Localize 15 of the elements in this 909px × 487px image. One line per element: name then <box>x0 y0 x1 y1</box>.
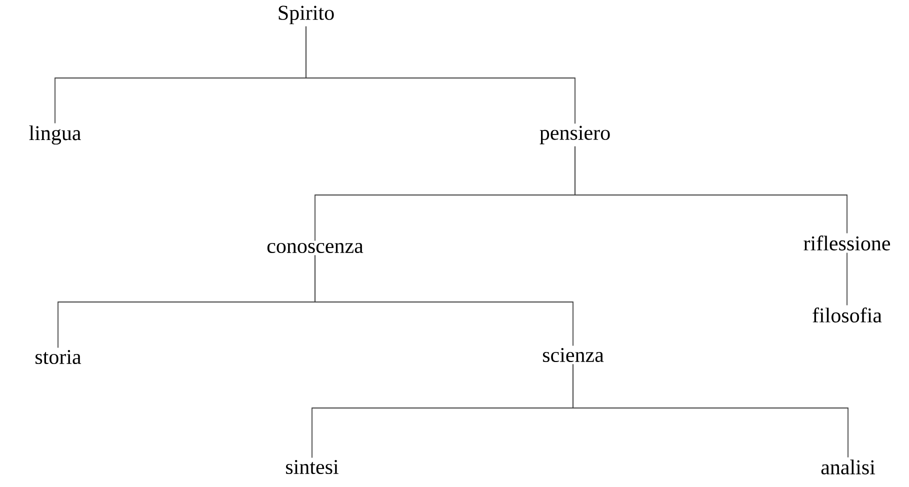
tree-label: storia <box>36 350 82 364</box>
tree-label: conoscenza <box>267 242 364 254</box>
tree-connector <box>574 146 848 234</box>
tree-label: filosofia <box>812 308 882 322</box>
tree-label: sintesi <box>286 460 338 474</box>
tree-label: scienza <box>542 348 604 362</box>
tree-connector <box>306 26 576 124</box>
tree-label: lingua <box>29 125 81 145</box>
tree-connector <box>846 252 848 306</box>
tree-connector <box>572 364 848 458</box>
tree-label: Spirito <box>278 6 334 24</box>
tree-label: pensiero <box>540 126 610 144</box>
tree-label: analisi <box>821 460 876 474</box>
tree-label: riflessione <box>804 236 890 250</box>
tree-connector <box>314 254 574 346</box>
